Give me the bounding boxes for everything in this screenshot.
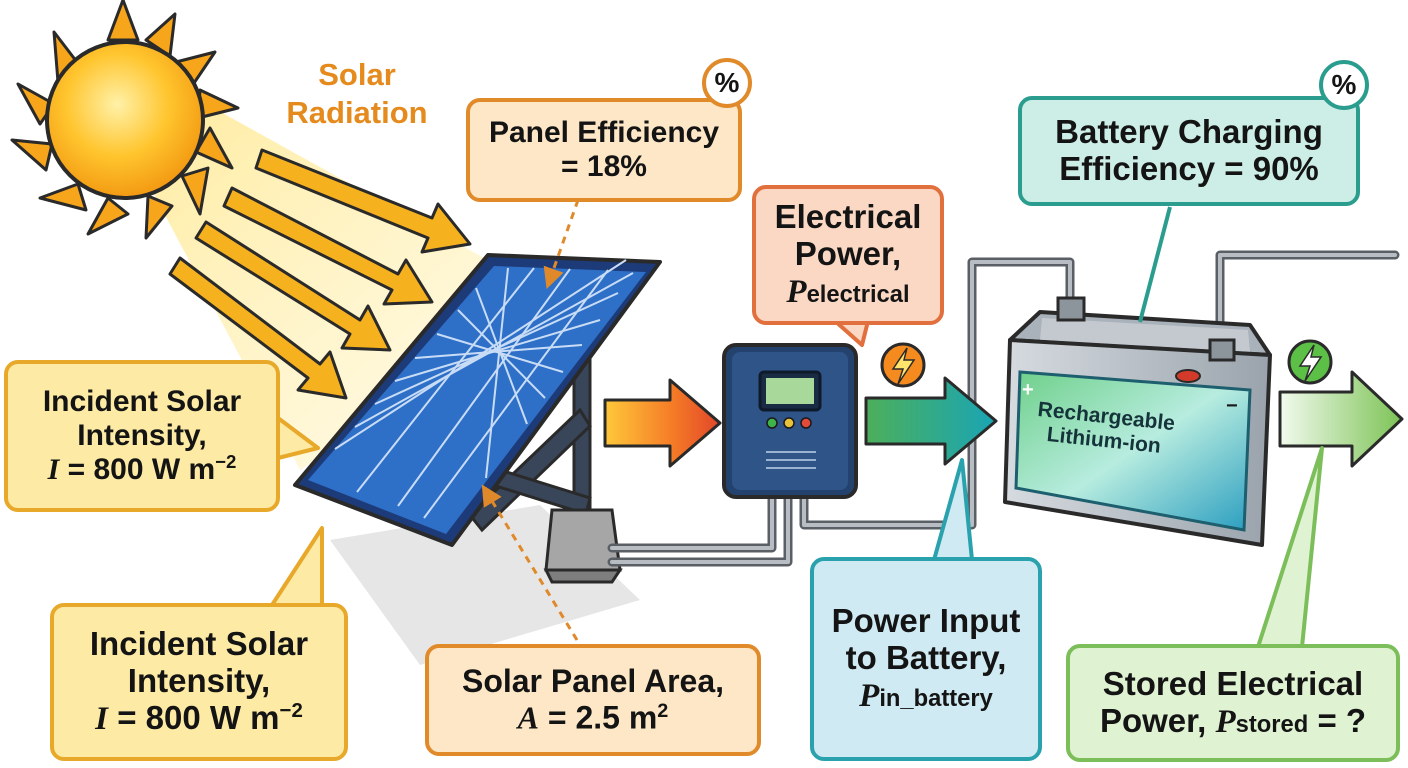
battery-icon: + − bbox=[1003, 296, 1272, 547]
solar-radiation-line1: Solar bbox=[318, 57, 396, 92]
solar-ray-arrows bbox=[168, 148, 472, 400]
stored-power-subscript: stored bbox=[1235, 710, 1309, 738]
power-input-line1: Power Input bbox=[831, 602, 1021, 640]
battery-charging-line1: Battery Charging bbox=[1055, 113, 1323, 151]
solar-panel-icon bbox=[293, 253, 662, 547]
incident-bottom-exponent: −2 bbox=[279, 698, 303, 722]
incident-top-exponent: −2 bbox=[215, 451, 237, 473]
panel-efficiency-box: Panel Efficiency = 18% bbox=[466, 98, 742, 202]
stored-power-prefix: Power, bbox=[1099, 701, 1207, 739]
battery-plus-sign: + bbox=[1022, 379, 1034, 401]
electrical-power-symbol-line: Pelectrical bbox=[786, 273, 909, 311]
efficiency-pointer bbox=[543, 199, 580, 289]
battery-charging-line2: Efficiency = 90% bbox=[1059, 150, 1319, 187]
incident-bottom-symbol: I bbox=[95, 700, 109, 737]
incident-intensity-box-bottom: Incident Solar Intensity, I = 800 W m−2 bbox=[50, 603, 348, 761]
panel-area-formula: A = 2.5 m2 bbox=[517, 699, 669, 736]
stored-power-symbol: P bbox=[1215, 703, 1236, 740]
flow-arrow-battery-output bbox=[1278, 370, 1404, 468]
incident-bottom-line2: Intensity, bbox=[127, 662, 271, 700]
light-beam bbox=[120, 95, 560, 470]
incident-top-formula: I = 800 W m−2 bbox=[47, 451, 237, 487]
incident-bottom-value: = 800 W m bbox=[117, 698, 280, 736]
power-input-symbol: P bbox=[859, 677, 880, 714]
incident-bottom-formula: I = 800 W m−2 bbox=[95, 698, 303, 738]
incident-bottom-line1: Incident Solar bbox=[89, 625, 309, 663]
battery-charging-box: Battery Charging Efficiency = 90% bbox=[1018, 96, 1360, 206]
stored-power-line2: Power, Pstored = ? bbox=[1099, 701, 1367, 741]
stored-power-box: Stored Electrical Power, Pstored = ? bbox=[1066, 644, 1400, 762]
flow-arrow-panel-to-controller bbox=[603, 378, 722, 468]
stored-power-line1: Stored Electrical bbox=[1102, 664, 1364, 702]
panel-efficiency-line1: Panel Efficiency bbox=[488, 116, 720, 150]
electrical-power-symbol: P bbox=[786, 273, 807, 310]
incident-top-line2: Intensity, bbox=[77, 418, 207, 452]
sun-icon bbox=[10, 0, 240, 240]
percent-badge-icon: % bbox=[1319, 60, 1369, 110]
battery-minus-sign: − bbox=[1226, 395, 1238, 417]
panel-area-line1: Solar Panel Area, bbox=[461, 662, 725, 699]
electrical-power-line1: Electrical bbox=[774, 198, 922, 236]
lightning-icon bbox=[880, 342, 926, 388]
flow-arrow-controller-to-battery bbox=[864, 376, 998, 466]
panel-area-exponent: 2 bbox=[657, 699, 669, 722]
electrical-power-line2: Power, bbox=[794, 235, 902, 273]
electrical-power-subscript: electrical bbox=[806, 280, 910, 308]
power-input-line2: to Battery, bbox=[845, 639, 1007, 677]
solar-radiation-label: Solar Radiation bbox=[262, 56, 452, 132]
percent-badge-icon: % bbox=[702, 58, 752, 108]
panel-efficiency-line2: = 18% bbox=[561, 150, 647, 183]
charge-controller-icon bbox=[722, 343, 858, 499]
solar-radiation-line2: Radiation bbox=[286, 94, 428, 130]
callout-pointers bbox=[270, 206, 1324, 649]
panel-area-value: = 2.5 m bbox=[547, 699, 658, 736]
incident-top-symbol: I bbox=[47, 453, 60, 487]
stored-power-suffix: = ? bbox=[1317, 701, 1367, 739]
panel-area-symbol: A bbox=[517, 699, 539, 736]
area-pointer bbox=[481, 484, 579, 641]
electrical-power-box: Electrical Power, Pelectrical bbox=[752, 185, 944, 325]
incident-top-line1: Incident Solar bbox=[42, 385, 242, 419]
cables bbox=[607, 250, 1400, 567]
incident-top-value: = 800 W m bbox=[67, 453, 216, 487]
panel-area-box: Solar Panel Area, A = 2.5 m2 bbox=[425, 644, 761, 756]
power-input-box: Power Input to Battery, Pin_battery bbox=[810, 557, 1042, 761]
power-input-symbol-line: Pin_battery bbox=[859, 677, 993, 715]
power-input-subscript: in_battery bbox=[879, 684, 993, 712]
incident-intensity-box-top: Incident Solar Intensity, I = 800 W m−2 bbox=[4, 360, 280, 512]
lightning-icon bbox=[1287, 339, 1333, 385]
